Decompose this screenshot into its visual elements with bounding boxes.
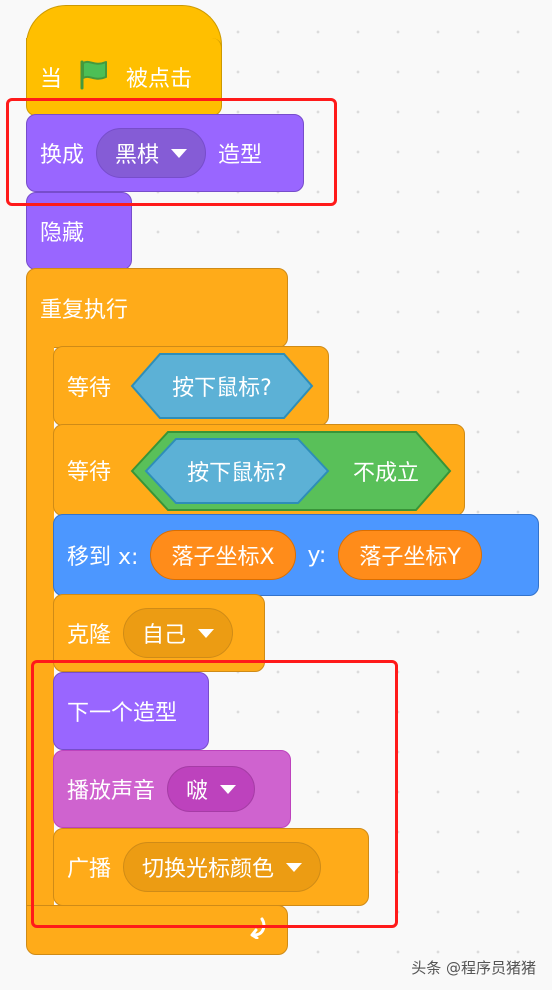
next-costume-block[interactable]: 下一个造型 (53, 672, 209, 750)
message-dropdown-value: 切换光标颜色 (142, 857, 275, 882)
highlight-box-effects (31, 660, 398, 928)
highlight-box-switch-costume (6, 98, 337, 206)
goto-xy-block[interactable]: 移到 x: 落子坐标X y: 落子坐标Y (53, 514, 539, 596)
mouse-down-label-2: 按下鼠标? (187, 461, 287, 486)
hide-label: 隐藏 (40, 221, 85, 246)
green-flag-icon (76, 58, 112, 96)
dropdown-arrow-icon (198, 628, 215, 638)
mouse-down-label-1: 按下鼠标? (172, 376, 272, 401)
y-label: y: (307, 542, 327, 568)
wait-until-block-1[interactable]: 等待 按下鼠标? (53, 346, 329, 426)
forever-arm (26, 340, 54, 920)
costume-suffix-label: 造型 (218, 143, 263, 168)
create-clone-block[interactable]: 克隆 自己 (53, 594, 265, 672)
sound-dropdown-value: 啵 (186, 779, 209, 804)
dropdown-arrow-icon (220, 784, 237, 794)
forever-bottom (26, 905, 288, 955)
broadcast-block[interactable]: 广播 切换光标颜色 (53, 828, 369, 906)
forever-label: 重复执行 (40, 298, 129, 323)
clone-target-value: 自己 (142, 623, 187, 648)
watermark: 头条 @程序员猪猪 (411, 959, 536, 977)
dropdown-arrow-icon (171, 148, 188, 158)
play-sound-label: 播放声音 (67, 779, 156, 804)
play-sound-block[interactable]: 播放声音 啵 (53, 750, 291, 828)
switch-costume-block[interactable]: 换成 黑棋 造型 (26, 114, 304, 192)
when-flag-clicked-block[interactable]: 当 被点击 (26, 38, 222, 116)
dropdown-arrow-icon (286, 862, 303, 872)
x-coordinate-reporter[interactable]: 落子坐标X (150, 530, 296, 580)
costume-dropdown[interactable]: 黑棋 (96, 128, 207, 178)
broadcast-label: 广播 (67, 857, 112, 882)
sound-dropdown[interactable]: 啵 (167, 766, 256, 812)
costume-dropdown-value: 黑棋 (115, 143, 160, 168)
message-dropdown[interactable]: 切换光标颜色 (123, 842, 322, 892)
clone-label: 克隆 (67, 623, 112, 648)
clicked-label: 被点击 (126, 66, 193, 92)
wait-label-2: 等待 (67, 460, 112, 485)
next-costume-label: 下一个造型 (67, 701, 178, 726)
not-operator[interactable]: 按下鼠标? 不成立 (130, 430, 452, 518)
forever-top[interactable]: 重复执行 (26, 268, 288, 348)
goto-label: 移到 x: (67, 545, 139, 570)
wait-until-block-2[interactable]: 等待 按下鼠标? 不成立 (53, 424, 465, 516)
clone-target-dropdown[interactable]: 自己 (123, 608, 234, 658)
y-coordinate-reporter[interactable]: 落子坐标Y (338, 530, 482, 580)
when-label: 当 (40, 66, 63, 92)
switch-costume-label: 换成 (40, 143, 85, 168)
loop-arrow-icon (245, 915, 269, 945)
not-label: 不成立 (352, 461, 419, 486)
mouse-down-reporter-1[interactable]: 按下鼠标? (130, 352, 314, 426)
wait-label-1: 等待 (67, 376, 112, 401)
